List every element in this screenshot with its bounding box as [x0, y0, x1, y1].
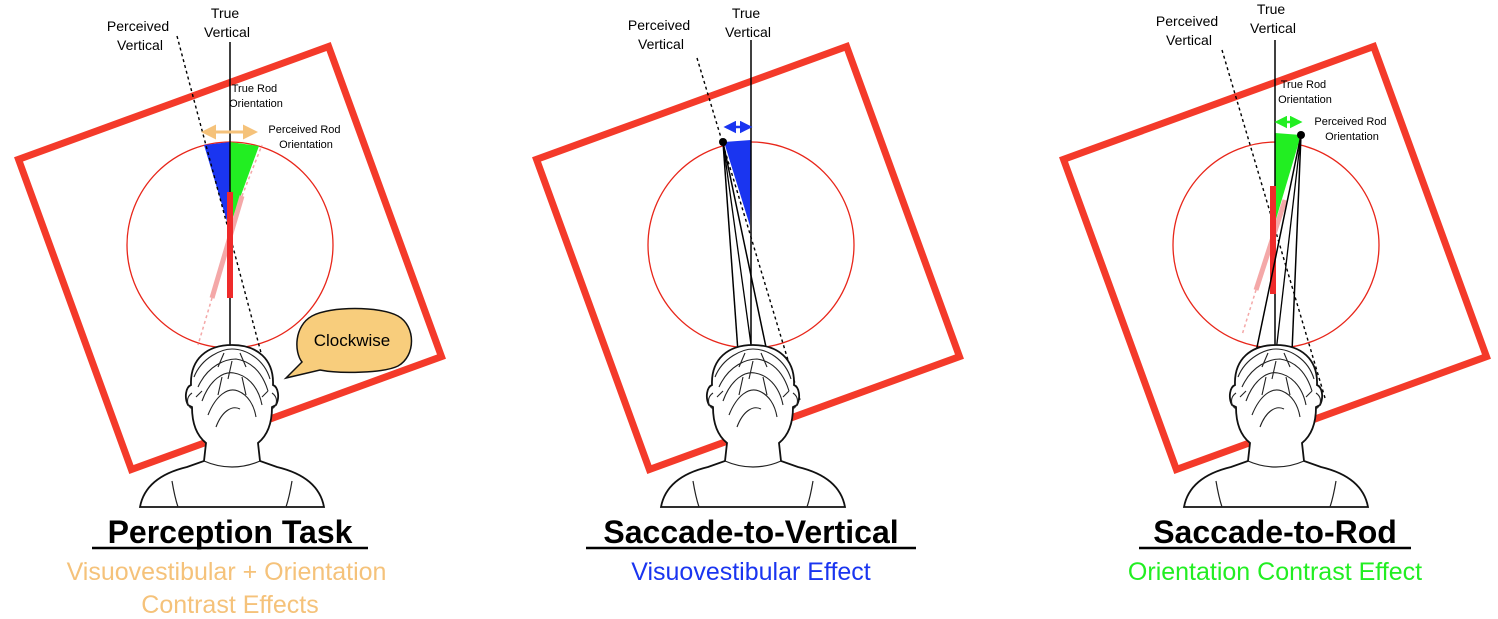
faded-rod-extension [197, 297, 213, 346]
panel-subtitle: Orientation Contrast Effect [1128, 558, 1422, 586]
perceived-vertical-label: Perceived Vertical [628, 17, 694, 52]
panel-title: Saccade-to-Rod [1153, 514, 1397, 550]
speech-bubble: Clockwise [283, 307, 413, 380]
blue-wedge [204, 142, 230, 228]
true-vertical-label: True Vertical [725, 5, 771, 40]
panel-title: Saccade-to-Vertical [603, 514, 898, 550]
panel-title: Perception Task [108, 514, 353, 550]
bubble-text: Clockwise [314, 331, 391, 350]
blue-wedge [724, 140, 751, 226]
true-vertical-label: True Vertical [1250, 1, 1296, 36]
panel-subtitle: Visuovestibular + Orientation Contrast E… [67, 558, 394, 619]
green-wedge [1274, 133, 1301, 226]
saccade-line-left [1255, 134, 1302, 353]
saccade-line-mid [722, 141, 753, 353]
panel-saccade-to-vertical: Perceived Vertical True Vertical Saccade… [532, 5, 964, 586]
head-back-sketch-icon [1183, 344, 1369, 508]
panel-saccade-to-rod: Perceived Vertical True Vertical True Ro… [1059, 1, 1491, 586]
green-wedge [229, 142, 259, 228]
faded-rod-extension [1241, 289, 1257, 336]
perceived-vertical-line [176, 35, 274, 399]
true-rod-label: True Rod Orientation [229, 83, 283, 110]
tilted-frame [14, 42, 446, 474]
saccade-line-mid [1275, 134, 1302, 353]
saccade-line-right [722, 141, 768, 353]
saccade-line-right [1291, 134, 1302, 353]
saccade-line-left [722, 141, 739, 353]
tilted-frame [532, 42, 964, 474]
perceived-vertical-label: Perceived Vertical [107, 18, 173, 53]
perceived-vertical-label: Perceived Vertical [1156, 13, 1222, 48]
perceived-rod-label: Perceived Rod Orientation [268, 124, 343, 151]
head-back-sketch-icon [660, 344, 846, 508]
true-vertical-label: True Vertical [204, 5, 250, 40]
perceived-rod-label: Perceived Rod Orientation [1314, 116, 1389, 143]
true-rod-label: True Rod Orientation [1278, 79, 1332, 106]
panel-subtitle: Visuovestibular Effect [631, 558, 871, 586]
panel-perception-task: Perceived Vertical True Vertical True Ro… [14, 5, 446, 619]
tilted-frame [1059, 42, 1491, 474]
